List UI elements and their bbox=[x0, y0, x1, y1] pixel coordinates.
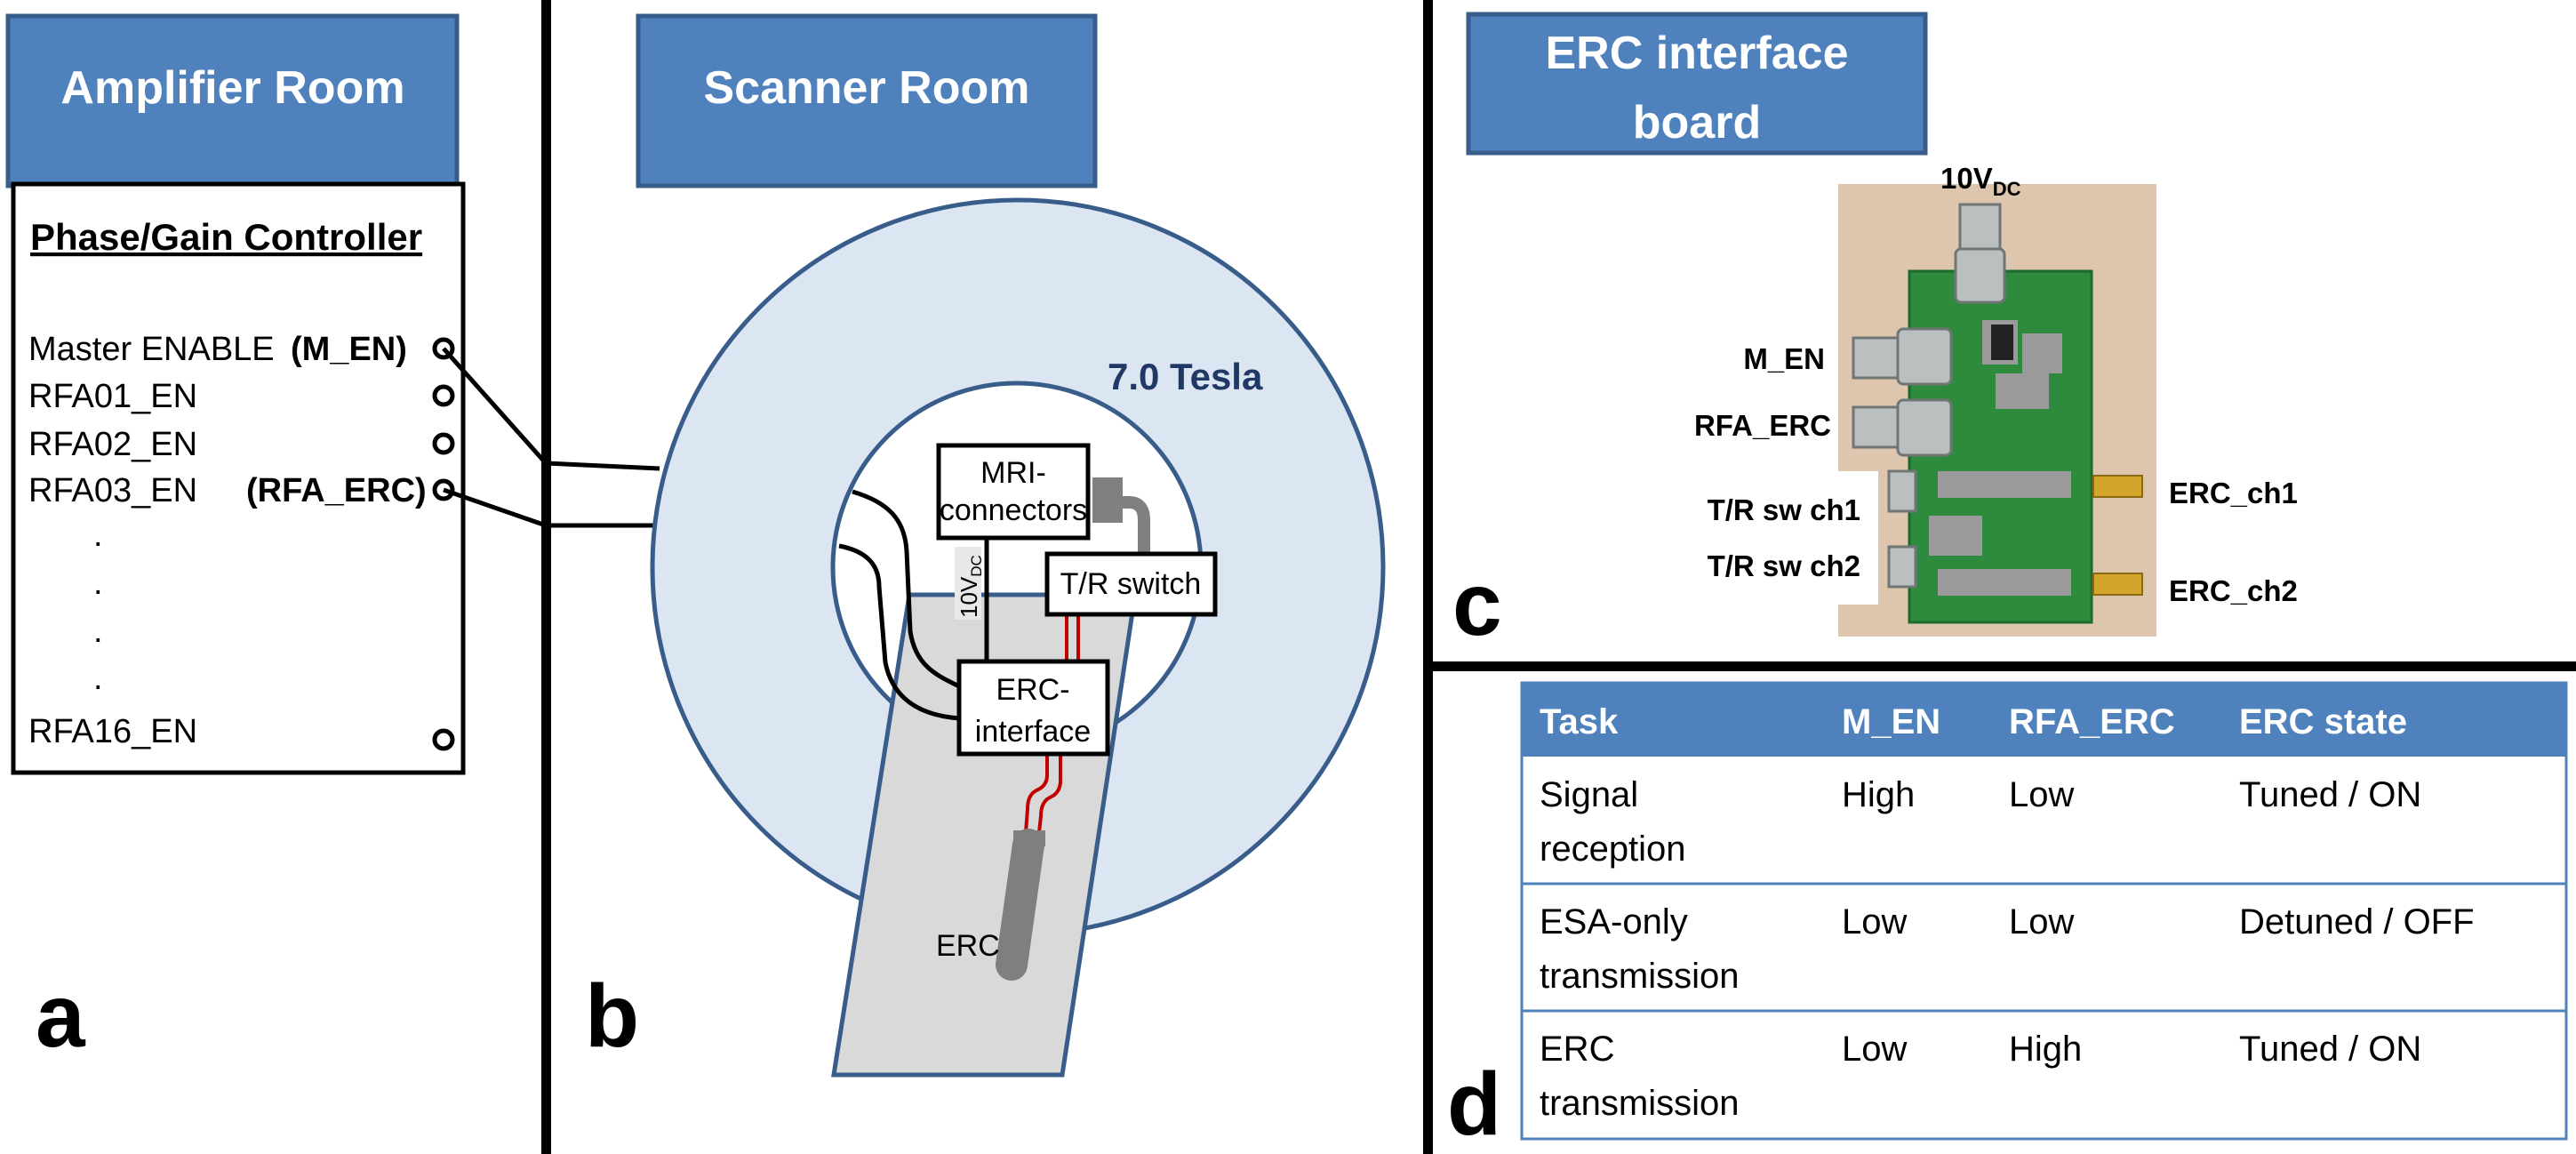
divider-c-d bbox=[1423, 661, 2576, 671]
row-rfa03: RFA03_EN bbox=[28, 472, 197, 509]
port-rfa16 bbox=[432, 728, 455, 751]
cell-m-en: Low bbox=[1842, 902, 1907, 942]
tag-rfa-erc: (RFA_ERC) bbox=[246, 472, 427, 509]
cell-task: ESA-only bbox=[1540, 902, 1688, 942]
panel-label-d: d bbox=[1447, 1054, 1501, 1154]
bnc-10vdc bbox=[1958, 203, 2002, 255]
port-rfa02 bbox=[432, 432, 455, 455]
port-rfa01 bbox=[432, 384, 455, 407]
rf-cables bbox=[1024, 614, 1080, 833]
erc-board-header bbox=[1466, 12, 1928, 156]
bnc-m-en bbox=[1852, 336, 1904, 380]
panel-c: ERC interface board bbox=[1452, 12, 2298, 654]
tag-m-en: (M_EN) bbox=[291, 331, 407, 368]
bore-cables bbox=[838, 489, 961, 721]
field-strength-label: 7.0 Tesla bbox=[1108, 356, 1263, 397]
control-cables bbox=[442, 347, 660, 528]
cell-rfa-erc: Low bbox=[2009, 902, 2074, 942]
cell-task: reception bbox=[1540, 829, 1686, 869]
label-tr-sw-ch2: T/R sw ch2 bbox=[1708, 549, 1860, 582]
panel-label-b: b bbox=[585, 966, 639, 1066]
label-erc-ch2: ERC_ch2 bbox=[2169, 574, 2298, 607]
mri-connectors-label-2: connectors bbox=[940, 493, 1087, 527]
sma-erc-ch2 bbox=[2092, 573, 2143, 596]
erc-interface-box bbox=[956, 659, 1110, 757]
ellipsis-dot: . bbox=[93, 660, 103, 697]
tr-switch-box bbox=[1044, 551, 1218, 617]
th-m-en: M_EN bbox=[1842, 702, 1940, 741]
panel-d: Task M_EN RFA_ERC ERC state Signal recep… bbox=[1447, 681, 2568, 1154]
phase-gain-controller-box bbox=[11, 181, 466, 775]
panel-b: Scanner Room 7.0 Tesla 10VDC MRI- connec… bbox=[585, 13, 1386, 1078]
label-rfa-erc: RFA_ERC bbox=[1694, 409, 1831, 442]
erc-interface-label-1: ERC- bbox=[996, 673, 1069, 707]
cell-m-en: Low bbox=[1842, 1030, 1907, 1069]
controller-title: Phase/Gain Controller bbox=[30, 216, 422, 258]
erc-label: ERC bbox=[936, 929, 1000, 963]
row-rfa16: RFA16_EN bbox=[28, 713, 197, 750]
erc-board-photo bbox=[1838, 184, 2156, 637]
cell-task: Signal bbox=[1540, 775, 1638, 814]
divider-b-c bbox=[1423, 0, 1433, 1154]
table-row: Signal reception High Low Tuned / ON bbox=[1540, 775, 2421, 869]
cell-rfa-erc: Low bbox=[2009, 775, 2074, 814]
erc-probe bbox=[996, 829, 1044, 981]
mri-connectors-box bbox=[936, 443, 1091, 541]
cell-m-en: High bbox=[1842, 775, 1915, 814]
ellipsis-dot: . bbox=[93, 517, 103, 554]
cell-state: Detuned / OFF bbox=[2239, 902, 2475, 942]
sma-erc-ch1 bbox=[2092, 475, 2143, 498]
label-m-en: M_EN bbox=[1743, 342, 1825, 375]
scanner-room-header bbox=[636, 13, 1098, 188]
label-10vdc: 10VDC bbox=[1940, 162, 2021, 200]
bnc-rfa-erc bbox=[1852, 405, 1904, 449]
supply-label: 10VDC bbox=[956, 555, 985, 618]
panel-label-c: c bbox=[1452, 555, 1502, 654]
cell-state: Tuned / ON bbox=[2239, 1030, 2421, 1069]
bnc-tr-ch2 bbox=[1887, 545, 1917, 589]
divider-a-b bbox=[541, 0, 551, 1154]
row-rfa02: RFA02_EN bbox=[28, 426, 197, 463]
tr-switch-label: T/R switch bbox=[1060, 567, 1202, 601]
panel-a: Amplifier Room Phase/Gain Controller Mas… bbox=[5, 13, 466, 1066]
cell-task: transmission bbox=[1540, 957, 1740, 996]
cell-state: Tuned / ON bbox=[2239, 775, 2421, 814]
supply-label-bg bbox=[955, 547, 981, 620]
erc-probe-top bbox=[1013, 830, 1045, 846]
coax-cable bbox=[1107, 496, 1150, 554]
mri-connectors-label-1: MRI- bbox=[980, 456, 1046, 490]
scanner-room-title: Scanner Room bbox=[704, 62, 1030, 114]
amplifier-room-header bbox=[5, 13, 460, 188]
table-header-row bbox=[1522, 683, 2566, 757]
bnc-tr-ch1 bbox=[1887, 469, 1917, 513]
th-rfa-erc: RFA_ERC bbox=[2009, 702, 2175, 741]
th-erc-state: ERC state bbox=[2239, 702, 2407, 741]
ellipsis-dot: . bbox=[93, 565, 103, 602]
table-row: ESA-only transmission Low Low Detuned / … bbox=[1540, 902, 2475, 996]
cell-task: transmission bbox=[1540, 1084, 1740, 1123]
erc-board-title-1: ERC interface bbox=[1546, 28, 1849, 79]
cell-task: ERC bbox=[1540, 1030, 1614, 1069]
th-task: Task bbox=[1540, 702, 1619, 741]
panel-label-a: a bbox=[36, 966, 86, 1066]
ellipsis-dot: . bbox=[93, 613, 103, 650]
row-rfa01: RFA01_EN bbox=[28, 378, 197, 415]
erc-board-title-2: board bbox=[1633, 97, 1761, 148]
label-erc-ch1: ERC_ch1 bbox=[2169, 477, 2298, 509]
table-row: ERC transmission Low High Tuned / ON bbox=[1540, 1030, 2421, 1123]
cell-rfa-erc: High bbox=[2009, 1030, 2082, 1069]
erc-interface-label-2: interface bbox=[975, 715, 1091, 749]
label-tr-sw-ch1: T/R sw ch1 bbox=[1708, 493, 1860, 526]
coax-connector bbox=[1092, 477, 1123, 523]
row-master-enable: Master ENABLE bbox=[28, 331, 275, 368]
state-table: Task M_EN RFA_ERC ERC state Signal recep… bbox=[1520, 681, 2568, 1141]
amplifier-room-title: Amplifier Room bbox=[60, 62, 404, 114]
